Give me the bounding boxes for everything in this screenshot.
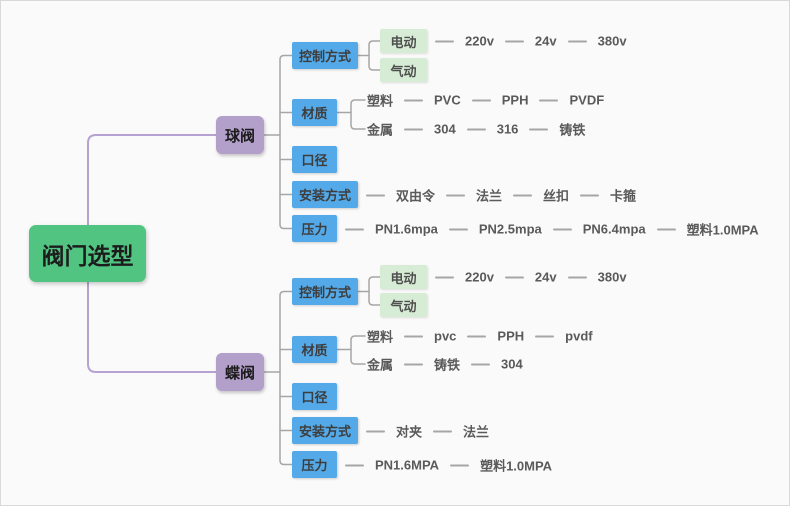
connector-dash xyxy=(404,128,424,130)
leaf-node[interactable]: 法兰 xyxy=(476,188,503,204)
connector-dash xyxy=(567,276,587,278)
topic-qf-install-method[interactable]: 安装方式 xyxy=(292,181,358,208)
connector-dash xyxy=(466,128,486,130)
connector-dash xyxy=(539,99,559,101)
chain-qf-plastic: 塑料 PVC PPH PVDF xyxy=(367,91,604,110)
leaf-node[interactable]: PPH xyxy=(501,92,529,108)
leaf-node[interactable]: PN6.4mpa xyxy=(582,221,646,237)
connector-dash xyxy=(446,194,466,196)
leaf-node[interactable]: 塑料1.0MPA xyxy=(686,222,759,238)
leaf-node[interactable]: 双由令 xyxy=(396,188,436,204)
connector-dash xyxy=(552,228,572,230)
chain-qf-install: 双由令 法兰 丝扣 卡箍 xyxy=(366,186,636,205)
chain-df-plastic: 塑料 pvc PPH pvdf xyxy=(367,327,593,346)
connector-dash xyxy=(450,464,470,466)
chain-qf-metal: 金属 304 316 铸铁 xyxy=(367,120,585,139)
connector-dash xyxy=(567,40,587,42)
leaf-node[interactable]: 304 xyxy=(434,121,456,137)
connector-dash xyxy=(656,228,676,230)
connector-dash xyxy=(535,335,555,337)
connector-dash xyxy=(504,40,524,42)
leaf-node[interactable]: 法兰 xyxy=(463,424,490,440)
connector-dash xyxy=(504,276,524,278)
leaf-node[interactable]: 对夹 xyxy=(396,424,423,440)
leaf-node[interactable]: 220v xyxy=(465,33,494,49)
connector-dash xyxy=(366,194,385,196)
topic-df-pressure[interactable]: 压力 xyxy=(292,451,337,478)
connector-dash xyxy=(435,40,454,42)
connector-dash xyxy=(345,464,364,466)
leaf-node[interactable]: 金属 xyxy=(367,122,394,138)
connector-dash xyxy=(580,194,600,196)
leaf-node[interactable]: 220v xyxy=(465,269,494,285)
leaf-node[interactable]: 塑料 xyxy=(367,93,394,109)
chain-df-pressure: PN1.6MPA 塑料1.0MPA xyxy=(345,456,552,475)
connector-dash xyxy=(345,228,364,230)
chain-df-metal: 金属 铸铁 304 xyxy=(367,355,523,374)
leaf-node[interactable]: PVC xyxy=(434,92,461,108)
connector-dash xyxy=(529,128,549,130)
leaf-node[interactable]: 24v xyxy=(534,33,557,49)
leaf-node[interactable]: 塑料1.0MPA xyxy=(480,458,553,474)
connector-dash xyxy=(404,99,424,101)
leaf-node[interactable]: PN1.6MPA xyxy=(375,457,440,473)
leaf-node[interactable]: 丝扣 xyxy=(543,188,570,204)
topic-qf-pressure[interactable]: 压力 xyxy=(292,215,337,242)
topic-qf-material[interactable]: 材质 xyxy=(292,99,337,126)
branch-node-butterfly-valve[interactable]: 蝶阀 xyxy=(216,353,264,391)
topic-df-material[interactable]: 材质 xyxy=(292,336,337,363)
leaf-node[interactable]: PN1.6mpa xyxy=(375,221,438,237)
topic-df-install-method[interactable]: 安装方式 xyxy=(292,417,358,444)
leaf-node[interactable]: pvdf xyxy=(565,328,593,344)
topic-qf-pneumatic[interactable]: 气动 xyxy=(380,58,427,82)
connector-dash xyxy=(435,276,454,278)
chain-df-install: 对夹 法兰 xyxy=(366,422,489,441)
topic-df-control-mode[interactable]: 控制方式 xyxy=(292,278,358,305)
leaf-node[interactable]: 380v xyxy=(597,269,627,285)
topic-df-pneumatic[interactable]: 气动 xyxy=(380,293,427,317)
topic-qf-electric[interactable]: 电动 xyxy=(380,29,427,53)
connector-dash xyxy=(404,363,424,365)
chain-qf-voltages: 220v 24v 380v xyxy=(435,34,627,49)
root-node-valve-selection[interactable]: 阀门选型 xyxy=(29,225,146,282)
topic-df-diameter[interactable]: 口径 xyxy=(292,383,337,410)
leaf-node[interactable]: 380v xyxy=(597,33,627,49)
leaf-node[interactable]: 卡箍 xyxy=(610,188,637,204)
leaf-node[interactable]: 316 xyxy=(496,121,519,137)
leaf-node[interactable]: PVDF xyxy=(569,92,605,108)
leaf-node[interactable]: PPH xyxy=(497,328,525,344)
topic-qf-diameter[interactable]: 口径 xyxy=(292,146,337,173)
leaf-node[interactable]: pvc xyxy=(434,328,457,344)
leaf-node[interactable]: 金属 xyxy=(367,357,394,373)
connector-dash xyxy=(467,335,487,337)
leaf-node[interactable]: 铸铁 xyxy=(559,122,586,138)
connector-dash xyxy=(471,363,491,365)
connector-dash xyxy=(448,228,468,230)
topic-qf-control-mode[interactable]: 控制方式 xyxy=(292,42,358,69)
leaf-node[interactable]: 塑料 xyxy=(367,329,394,345)
connector-dash xyxy=(366,430,385,432)
chain-qf-pressure: PN1.6mpa PN2.5mpa PN6.4mpa 塑料1.0MPA xyxy=(345,220,759,239)
connector-dash xyxy=(404,335,424,337)
chain-df-voltages: 220v 24v 380v xyxy=(435,270,627,285)
connector-dash xyxy=(513,194,533,196)
leaf-node[interactable]: 24v xyxy=(534,269,557,285)
leaf-node[interactable]: PN2.5mpa xyxy=(478,221,542,237)
leaf-node[interactable]: 铸铁 xyxy=(434,357,461,373)
connector-dash xyxy=(433,430,453,432)
connector-dash xyxy=(471,99,491,101)
topic-df-electric[interactable]: 电动 xyxy=(380,265,427,289)
branch-node-ball-valve[interactable]: 球阀 xyxy=(216,116,264,154)
leaf-node[interactable]: 304 xyxy=(501,356,523,372)
